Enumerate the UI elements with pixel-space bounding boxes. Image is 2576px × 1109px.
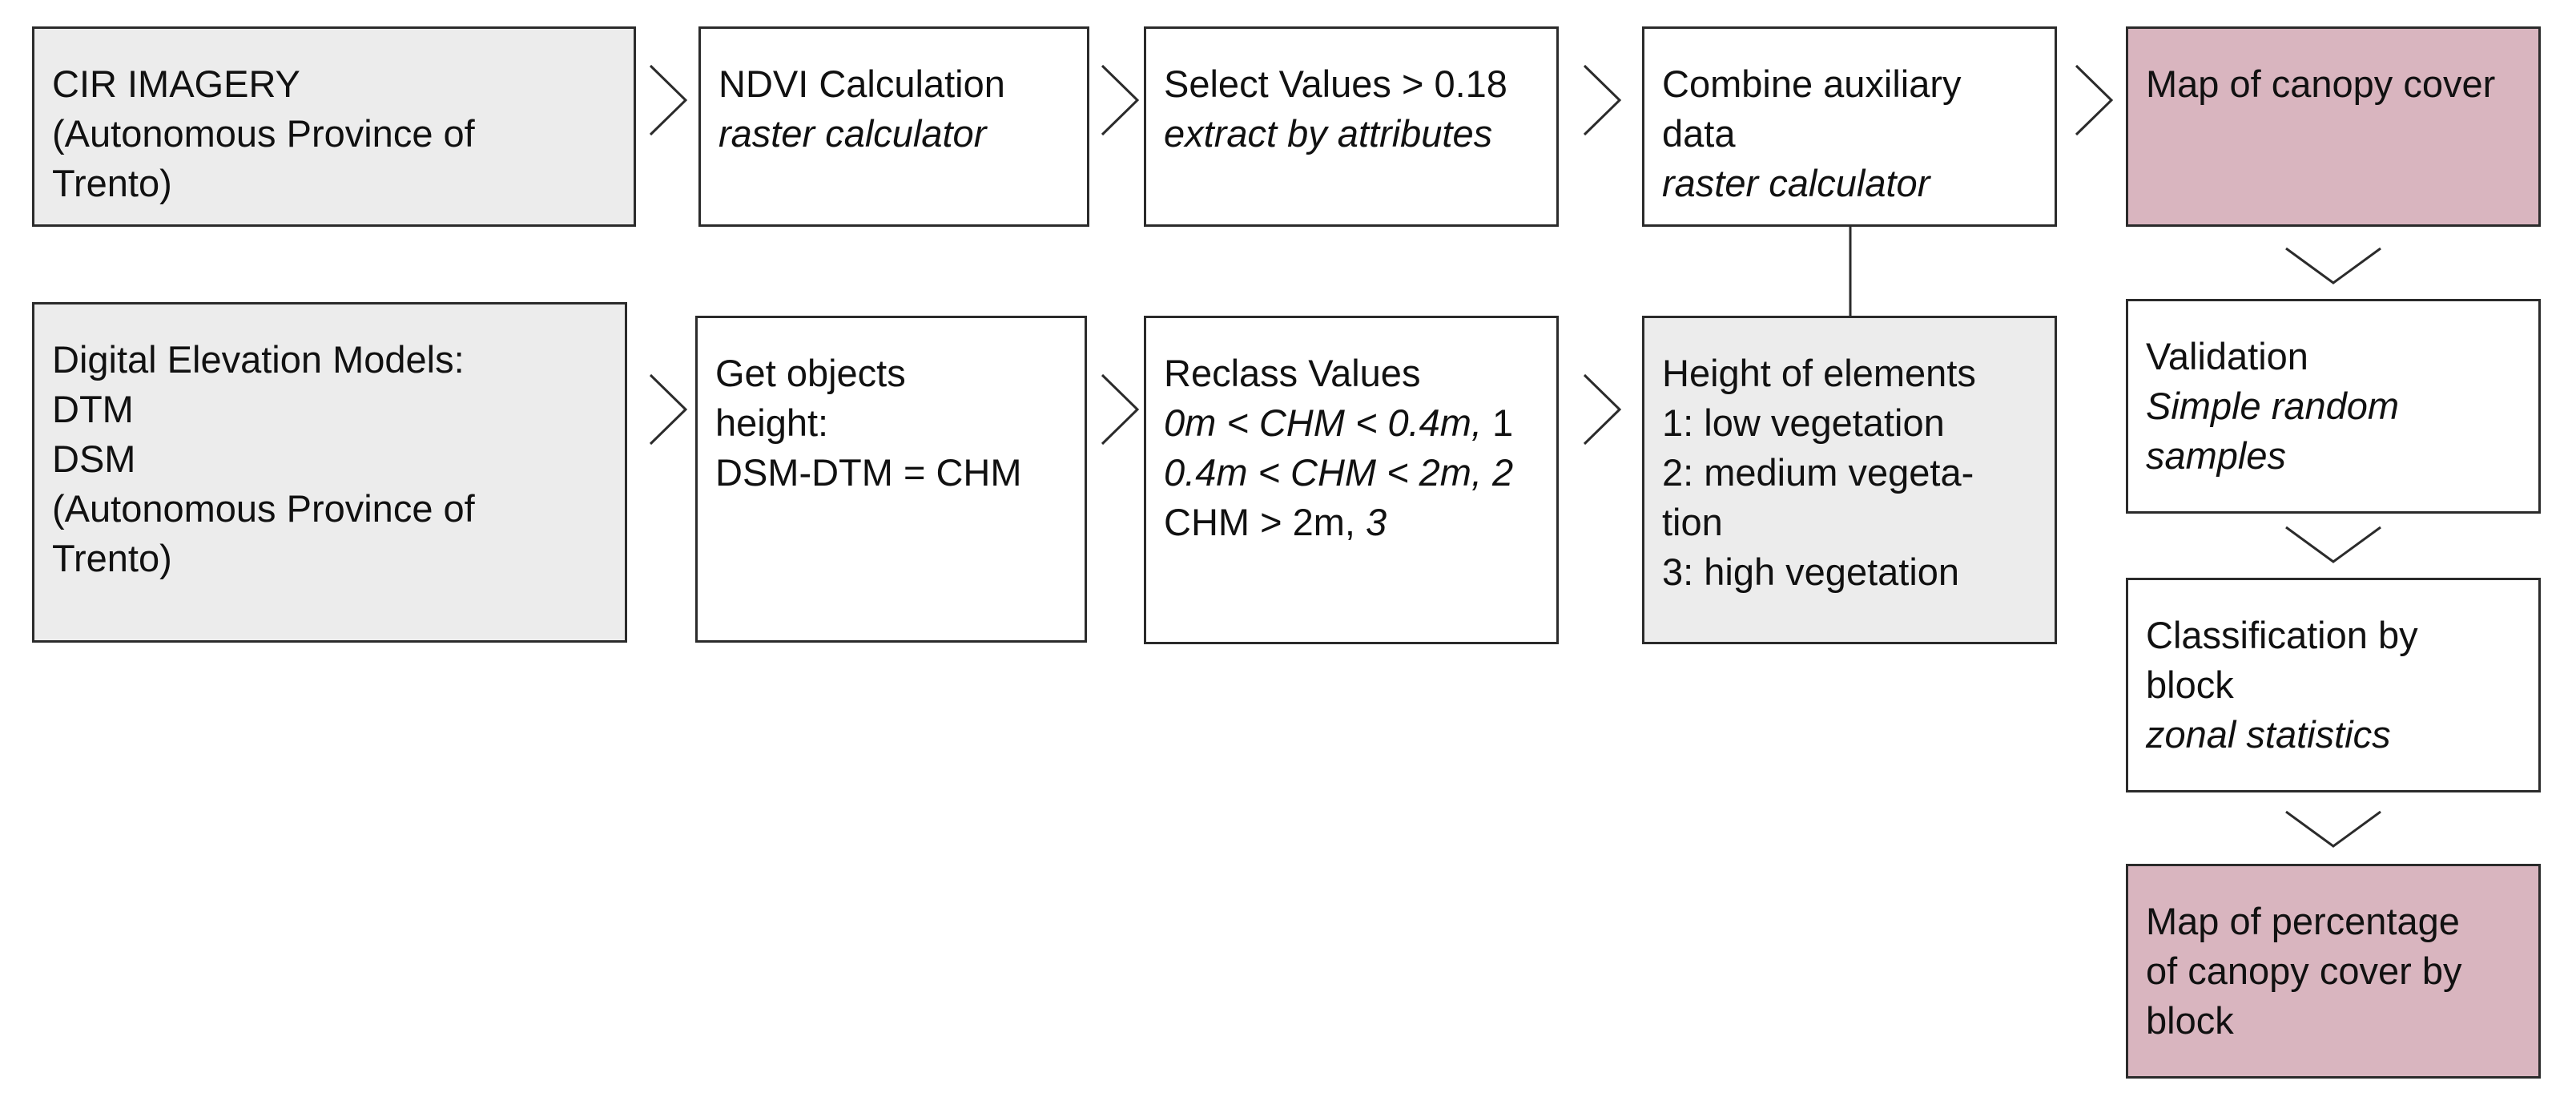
- node-combine-auxiliary-data: Combine auxiliary data raster calculator: [1642, 26, 2057, 227]
- chevron-right-icon: [649, 64, 688, 136]
- rule-condition: CHM > 2m,: [1164, 501, 1366, 543]
- node-classification-by-block: Classification by block zonal statistics: [2126, 578, 2541, 792]
- node-title: Classification by: [2146, 614, 2418, 656]
- node-tool: extract by attributes: [1164, 112, 1493, 155]
- node-text-line: 1: low vegetation: [1662, 401, 1945, 444]
- reclass-rule: CHM > 2m, 3: [1164, 498, 1556, 547]
- node-select-values: Select Values > 0.18 extract by attribut…: [1144, 26, 1559, 227]
- node-title: NDVI Calculation: [718, 63, 1005, 105]
- node-text-line: 2: medium vegeta-: [1662, 451, 1974, 494]
- node-text-line: DSM-DTM = CHM: [715, 451, 1022, 494]
- rule-condition: 0m < CHM < 0.4m,: [1164, 401, 1482, 444]
- node-text-line: CIR IMAGERY: [52, 63, 300, 105]
- node-digital-elevation-models: Digital Elevation Models: DTM DSM (Auton…: [32, 302, 627, 643]
- node-title: data: [1662, 112, 1736, 155]
- node-text-line: 3: high vegetation: [1662, 550, 1960, 593]
- node-validation: Validation Simple random samples: [2126, 299, 2541, 514]
- node-tool: raster calculator: [718, 112, 987, 155]
- rule-value: 3: [1366, 501, 1387, 543]
- reclass-rule: 0m < CHM < 0.4m, 1: [1164, 398, 1556, 448]
- node-text-line: (Autonomous Province of: [52, 487, 475, 530]
- node-tool: Simple random: [2146, 385, 2400, 427]
- chevron-right-icon: [1101, 64, 1140, 136]
- node-text-line: of canopy cover by: [2146, 950, 2462, 992]
- node-get-objects-height: Get objects height: DSM-DTM = CHM: [695, 316, 1087, 643]
- node-title: Map of canopy cover: [2146, 63, 2496, 105]
- node-text-line: Get objects: [715, 352, 906, 394]
- node-tool: zonal statistics: [2146, 713, 2391, 756]
- node-title: Combine auxiliary: [1662, 63, 1962, 105]
- chevron-right-icon: [1101, 373, 1140, 446]
- reclass-rule: 0.4m < CHM < 2m, 2: [1164, 451, 1514, 494]
- chevron-right-icon: [649, 373, 688, 446]
- node-height-of-elements: Height of elements 1: low vegetation 2: …: [1642, 316, 2057, 644]
- node-title: Validation: [2146, 335, 2308, 377]
- chevron-right-icon: [1583, 373, 1622, 446]
- node-percentage-canopy-cover-map: Map of percentage of canopy cover by blo…: [2126, 864, 2541, 1079]
- node-text-line: Digital Elevation Models:: [52, 338, 465, 381]
- node-text-line: tion: [1662, 501, 1723, 543]
- node-canopy-cover-map: Map of canopy cover: [2126, 26, 2541, 227]
- chevron-down-icon: [2285, 810, 2381, 848]
- node-text-line: (Autonomous Province of: [52, 112, 475, 155]
- node-text-line: block: [2146, 999, 2234, 1042]
- node-title: Select Values > 0.18: [1164, 63, 1507, 105]
- node-text-line: Trento): [52, 537, 172, 579]
- chevron-right-icon: [1583, 64, 1622, 136]
- node-reclass-values: Reclass Values 0m < CHM < 0.4m, 1 0.4m <…: [1144, 316, 1559, 644]
- node-text-line: DSM: [52, 438, 136, 480]
- node-text-line: Height of elements: [1662, 352, 1976, 394]
- node-ndvi-calculation: NDVI Calculation raster calculator: [698, 26, 1089, 227]
- node-text-line: Trento): [52, 162, 172, 204]
- node-tool: raster calculator: [1662, 162, 1930, 204]
- node-text-line: height:: [715, 401, 829, 444]
- node-tool: samples: [2146, 434, 2287, 477]
- chevron-down-icon: [2285, 247, 2381, 284]
- node-title: Reclass Values: [1164, 352, 1421, 394]
- chevron-right-icon: [2075, 64, 2114, 136]
- node-title: block: [2146, 663, 2234, 706]
- rule-value: 1: [1482, 401, 1514, 444]
- node-text-line: DTM: [52, 388, 134, 430]
- node-cir-imagery: CIR IMAGERY (Autonomous Province of Tren…: [32, 26, 636, 227]
- chevron-down-icon: [2285, 526, 2381, 563]
- node-text-line: Map of percentage: [2146, 900, 2460, 942]
